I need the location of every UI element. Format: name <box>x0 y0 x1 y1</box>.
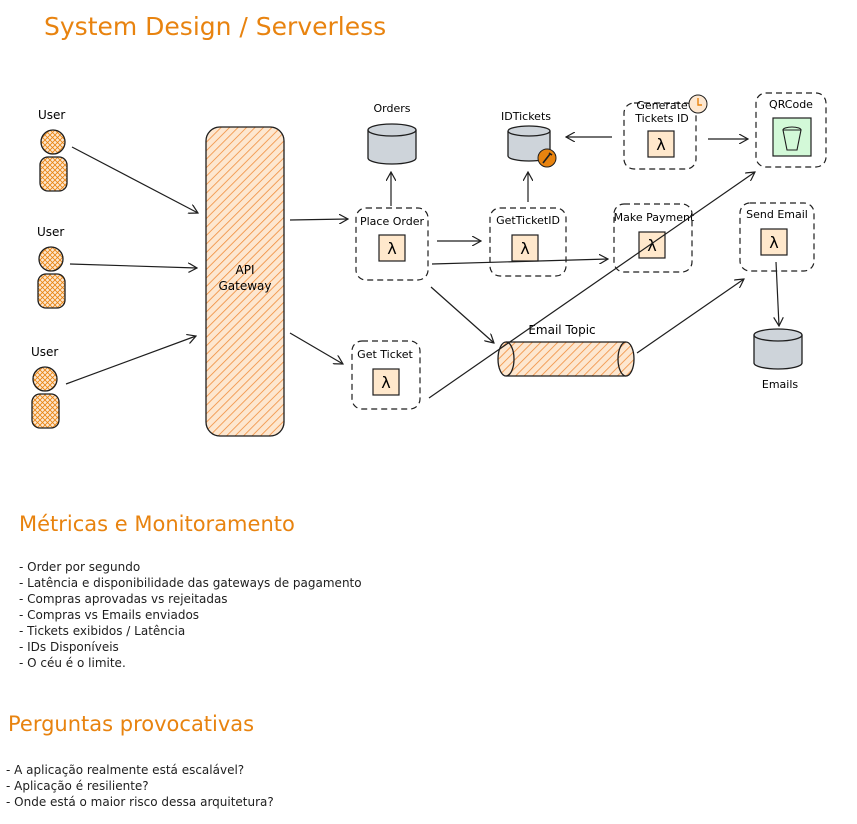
send-email-lambda: Send Email λ <box>739 202 815 272</box>
user-actor-3: User <box>31 345 60 429</box>
lambda-icon <box>638 231 666 259</box>
orders-database: Orders <box>367 102 417 165</box>
arrow-placeorder-makepayment <box>431 259 608 265</box>
list-item: - Latência e disponibilidade das gateway… <box>19 576 362 590</box>
user-body-icon <box>31 393 60 429</box>
place-order-lambda: Place Order λ <box>355 207 429 281</box>
lambda-glyph: λ <box>387 239 396 258</box>
list-item: - A aplicação realmente está escalável? <box>6 763 245 777</box>
make-payment-lambda: Make Payment λ <box>613 203 695 273</box>
qrcode-label: QRCode <box>769 98 813 111</box>
user-head-icon <box>38 246 64 272</box>
user-actor-1: User <box>38 108 68 192</box>
emails-database: Emails <box>753 328 803 391</box>
lambda-glyph: λ <box>769 233 778 252</box>
lambda-icon <box>760 228 788 256</box>
key-icon <box>542 152 553 164</box>
arrow-getticket-qrcode <box>428 172 755 399</box>
list-item: - Tickets exibidos / Latência <box>19 624 186 638</box>
user-label: User <box>31 345 58 359</box>
list-item: - Compras vs Emails enviados <box>19 608 200 622</box>
user-label: User <box>38 108 65 122</box>
generate-tickets-id-lambda: Generate Tickets ID λ <box>623 94 708 170</box>
email-topic-label: Email Topic <box>528 323 595 337</box>
lambda-glyph: λ <box>520 239 529 258</box>
arrow-user3-gateway <box>65 336 196 385</box>
user-body-icon <box>37 273 66 309</box>
lambda-icon <box>647 130 675 158</box>
user-head-icon <box>40 129 66 155</box>
emails-label: Emails <box>762 378 799 391</box>
list-item: - O céu é o limite. <box>19 656 126 670</box>
place-order-label: Place Order <box>360 215 424 228</box>
lambda-icon <box>372 368 400 396</box>
arrow-user1-gateway <box>71 146 198 213</box>
get-ticket-id-label: GetTicketID <box>496 214 560 227</box>
send-email-label: Send Email <box>746 208 808 221</box>
make-payment-label: Make Payment <box>614 211 695 224</box>
arrow-emailtopic-sendemail <box>636 279 744 354</box>
lambda-glyph: λ <box>381 373 390 392</box>
page-title: System Design / Serverless <box>44 12 387 41</box>
idtickets-label: IDTickets <box>501 110 551 123</box>
arrow-sendemail-emails <box>776 261 779 326</box>
get-ticket-label: Get Ticket <box>357 348 413 361</box>
orders-label: Orders <box>374 102 411 115</box>
idtickets-database: IDTickets <box>501 110 557 168</box>
user-body-icon <box>39 156 68 192</box>
email-topic-queue: Email Topic <box>497 323 635 377</box>
list-item: - Compras aprovadas vs rejeitadas <box>19 592 228 606</box>
lambda-glyph: λ <box>656 135 665 154</box>
gateway-label-line2: Gateway <box>218 279 271 293</box>
get-ticket-lambda: Get Ticket λ <box>351 340 421 410</box>
arrow-placeorder-emailtopic <box>430 286 494 343</box>
arrow-gateway-getticket <box>289 332 343 364</box>
arrow-user2-gateway <box>69 264 197 268</box>
list-item: - Order por segundo <box>19 560 141 574</box>
s3-bucket-icon <box>772 117 812 157</box>
arrow-gateway-placeorder <box>289 219 348 220</box>
lambda-icon <box>378 234 406 262</box>
list-item: - IDs Disponíveis <box>19 640 119 654</box>
metrics-heading: Métricas e Monitoramento <box>19 512 295 536</box>
user-head-icon <box>32 366 58 392</box>
generate-label-line2: Tickets ID <box>634 112 689 125</box>
qrcode-storage: QRCode <box>755 92 827 168</box>
get-ticket-id-lambda: GetTicketID λ <box>489 207 567 277</box>
list-item: - Aplicação é resiliente? <box>6 779 149 793</box>
user-actor-2: User <box>37 225 66 309</box>
list-item: - Onde está o maior risco dessa arquitet… <box>6 795 274 809</box>
api-gateway: API Gateway <box>205 126 285 437</box>
user-label: User <box>37 225 64 239</box>
questions-list: - A aplicação realmente está escalável? … <box>6 762 274 810</box>
bucket-shape-icon <box>782 126 802 151</box>
gateway-label-line1: API <box>236 263 255 277</box>
generate-label-line1: Generate <box>636 99 688 112</box>
questions-heading: Perguntas provocativas <box>8 712 255 736</box>
lambda-glyph: λ <box>647 236 656 255</box>
metrics-list: - Order por segundo - Latência e disponi… <box>19 559 362 671</box>
clock-hands-icon <box>697 98 702 106</box>
